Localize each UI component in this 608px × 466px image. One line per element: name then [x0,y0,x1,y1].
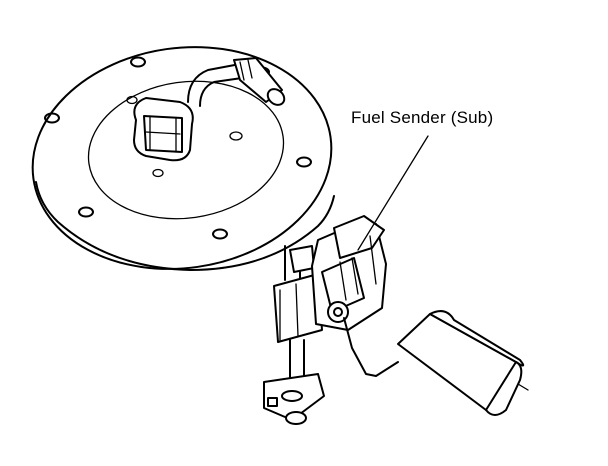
fuel-sender-label: Fuel Sender (Sub) [351,108,494,127]
sender-float [397,310,529,416]
electrical-connector [133,97,194,162]
float-arm [343,317,399,377]
sender-tube [263,245,325,425]
callout-leader-line [357,135,429,251]
sender-bracket [273,245,323,343]
fuel-pipe [187,57,286,107]
fuel-sender-unit [311,215,387,331]
